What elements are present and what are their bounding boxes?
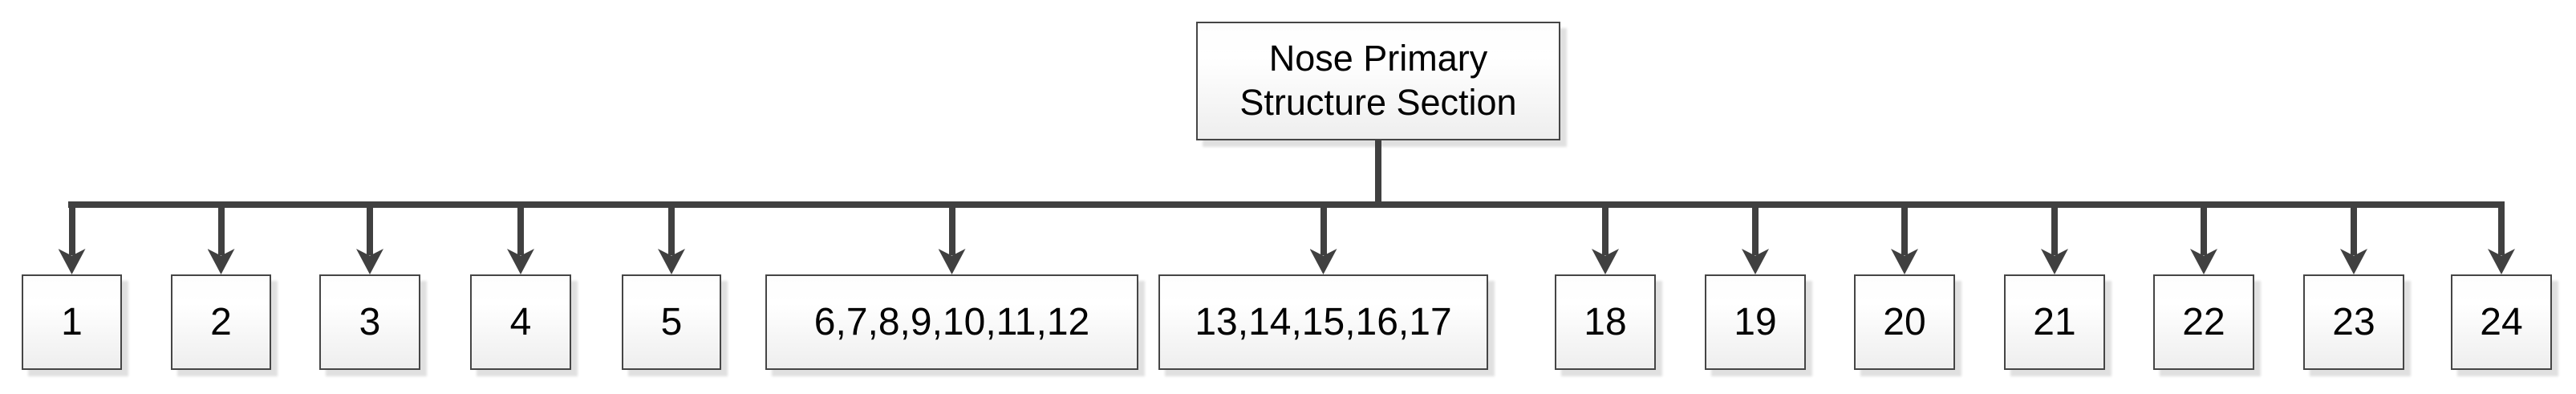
child-node-group: 20 [1854,201,1955,370]
root-connector-stem [1375,140,1381,201]
child-node-label: 5 [660,301,683,343]
child-node-group: 19 [1705,201,1806,370]
child-node-group: 23 [2303,201,2404,370]
child-node-label: 24 [2480,301,2523,343]
child-node-group: 24 [2451,201,2552,370]
child-node-group: 1 [22,201,122,370]
child-node: 20 [1854,274,1955,370]
connector-bar [68,201,2505,208]
child-node-label: 3 [359,301,381,343]
connector-shaft [1901,201,1908,255]
child-node-group: 3 [319,201,420,370]
child-node-group: 2 [171,201,271,370]
connector-shaft [668,201,675,255]
child-node-group: 4 [470,201,571,370]
connector-shaft [2201,201,2207,255]
child-node-label: 1 [61,301,83,343]
connector-shaft [2351,201,2357,255]
child-node: 24 [2451,274,2552,370]
connector-shaft [517,201,524,255]
connector-shaft [367,201,373,255]
connector-shaft [948,201,955,255]
child-node-group: 13,14,15,16,17 [1158,201,1488,370]
root-node: Nose Primary Structure Section [1196,22,1560,140]
child-node-group: 6,7,8,9,10,11,12 [765,201,1138,370]
child-node-group: 21 [2004,201,2105,370]
child-node-label: 23 [2332,301,2375,343]
connector-shaft [1752,201,1759,255]
child-node: 3 [319,274,420,370]
child-node: 21 [2004,274,2105,370]
child-node-label: 13,14,15,16,17 [1195,301,1452,343]
child-node-label: 21 [2033,301,2076,343]
child-node: 2 [171,274,271,370]
child-node-label: 22 [2182,301,2225,343]
connector-shaft [2498,201,2505,255]
child-node: 13,14,15,16,17 [1158,274,1488,370]
child-node-label: 20 [1883,301,1926,343]
connector-shaft [217,201,225,255]
child-node: 1 [22,274,122,370]
child-node-label: 18 [1584,301,1627,343]
child-node-group: 22 [2153,201,2254,370]
child-node-group: 18 [1555,201,1656,370]
child-node: 18 [1555,274,1656,370]
child-node-label: 2 [210,301,232,343]
child-node: 6,7,8,9,10,11,12 [765,274,1138,370]
child-node: 22 [2153,274,2254,370]
connector-shaft [2051,201,2058,255]
child-node-label: 4 [509,301,532,343]
connector-shaft [68,201,75,255]
child-node: 4 [470,274,571,370]
child-node-group: 5 [622,201,721,370]
child-node-label: 19 [1734,301,1777,343]
child-node: 5 [622,274,721,370]
connector-shaft [1602,201,1608,255]
child-node: 19 [1705,274,1806,370]
child-node: 23 [2303,274,2404,370]
root-node-label: Nose Primary Structure Section [1239,38,1517,123]
connector-shaft [1320,201,1327,255]
child-node-label: 6,7,8,9,10,11,12 [813,301,1090,343]
